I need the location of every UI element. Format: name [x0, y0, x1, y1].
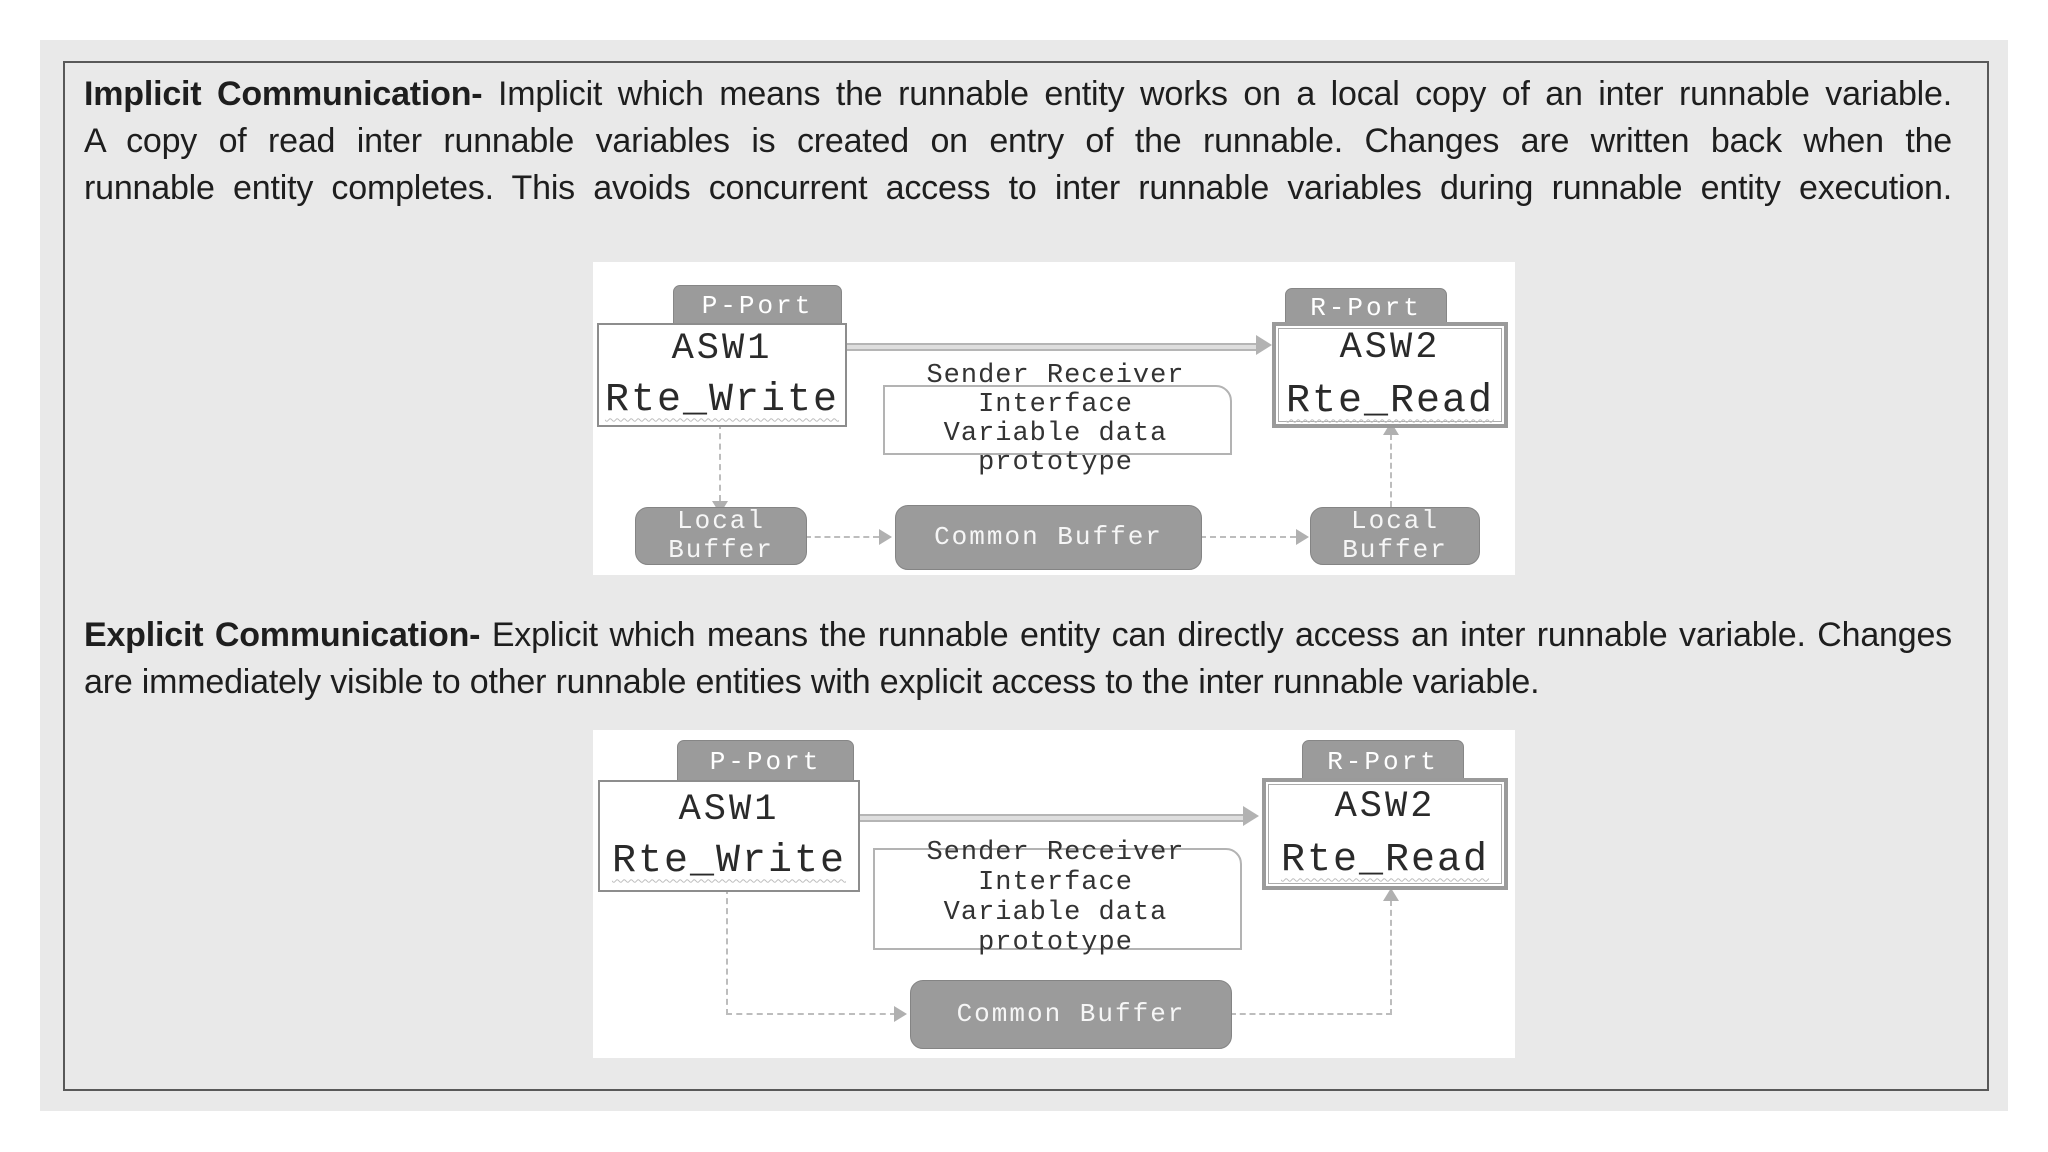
asw1-to-asw2-arrow: [843, 343, 1258, 351]
r-port-tab: R-Port: [1302, 740, 1464, 783]
asw1-to-asw2-arrowhead: [1256, 335, 1272, 355]
asw2-title: ASW2: [1334, 785, 1436, 828]
r-port-label: R-Port: [1310, 292, 1422, 323]
local-buffer-left-line: Buffer: [668, 535, 774, 565]
p-port-tab: P-Port: [677, 740, 854, 783]
common-buffer-label: Common Buffer: [934, 522, 1163, 552]
p-port-label: P-Port: [709, 746, 822, 777]
local-to-common-dash: [805, 536, 879, 538]
implicit-paragraph: Implicit Communication- Implicit which m…: [84, 71, 1952, 212]
asw1-down-dash: [726, 888, 728, 1015]
local-buffer-left: Local Buffer: [635, 507, 807, 565]
asw1-to-asw2-arrowhead: [1243, 806, 1259, 826]
explicit-diagram: P-Port ASW1 Rte_Write R-Port ASW2 Rte_Re…: [593, 730, 1515, 1058]
common-up-dash: [1390, 900, 1392, 1015]
asw2-box-inner: ASW2 Rte_Read: [1278, 326, 1502, 424]
sr-interface-line: Variable data: [943, 419, 1168, 449]
explicit-line-1: Explicit Communication- Explicit which m…: [84, 612, 1952, 659]
implicit-diagram: P-Port ASW1 Rte_Write R-Port ASW2 Rte_Re…: [593, 262, 1515, 575]
common-to-asw2-dash: [1230, 1013, 1392, 1015]
asw2-title: ASW2: [1339, 326, 1441, 369]
sr-interface-box: [883, 385, 1232, 455]
sr-interface-text: Sender Receiver Interface Variable data …: [875, 838, 1236, 958]
sr-interface-box: [873, 848, 1242, 950]
asw2-api: Rte_Read: [1280, 837, 1490, 883]
common-buffer: Common Buffer: [895, 505, 1202, 570]
local-buffer-right: Local Buffer: [1310, 507, 1480, 565]
sr-interface-text: Sender Receiver Interface Variable data …: [885, 362, 1226, 478]
local-buffer-right-line: Local: [1350, 506, 1439, 536]
implicit-line-2: A copy of read inter runnable variables …: [84, 122, 1952, 160]
implicit-heading: Implicit Communication-: [84, 75, 483, 113]
common-buffer-label: Common Buffer: [956, 999, 1186, 1029]
sr-interface-line: Variable data: [943, 898, 1168, 928]
p-port-tab: P-Port: [673, 285, 842, 327]
asw2-box: ASW2 Rte_Read: [1272, 322, 1508, 428]
asw1-to-common-arrowhead: [894, 1006, 907, 1022]
asw1-title: ASW1: [678, 788, 780, 831]
sr-interface-line: Interface: [978, 390, 1133, 420]
local-to-common-arrowhead: [879, 529, 892, 545]
sr-interface-line: Interface: [978, 868, 1133, 898]
local-buffer-to-asw2-dash: [1390, 434, 1392, 507]
implicit-line-3: runnable entity completes. This avoids c…: [84, 169, 1952, 207]
common-to-local-dash: [1200, 536, 1296, 538]
local-buffer-left-line: Local: [676, 506, 765, 536]
p-port-label: P-Port: [701, 291, 814, 321]
local-buffer-right-line: Buffer: [1342, 535, 1448, 565]
asw2-box: ASW2 Rte_Read: [1262, 778, 1508, 890]
slide-border-frame: [63, 61, 1989, 1091]
asw1-title: ASW1: [671, 327, 773, 370]
asw2-api: Rte_Read: [1285, 378, 1495, 424]
asw1-to-asw2-arrow: [856, 814, 1245, 822]
asw1-to-common-dash: [726, 1013, 896, 1015]
asw1-to-local-buffer-dash: [719, 423, 721, 501]
common-to-local-arrowhead: [1296, 529, 1309, 545]
sr-interface-line: Sender Receiver: [926, 361, 1185, 391]
explicit-line-1-text: Explicit which means the runnable entity…: [480, 616, 1952, 654]
r-port-label: R-Port: [1327, 746, 1439, 777]
explicit-heading: Explicit Communication-: [84, 616, 481, 654]
asw1-box: ASW1 Rte_Write: [597, 323, 847, 427]
sr-interface-line: Sender Receiver: [926, 838, 1185, 868]
explicit-line-2: are immediately visible to other runnabl…: [84, 663, 1540, 701]
sr-interface-line: prototype: [978, 928, 1133, 958]
explicit-paragraph: Explicit Communication- Explicit which m…: [84, 612, 1952, 706]
implicit-line-1: Implicit Communication- Implicit which m…: [84, 71, 1952, 118]
implicit-line-1-text: Implicit which means the runnable entity…: [482, 75, 1952, 113]
asw1-api: Rte_Write: [611, 838, 847, 884]
r-port-tab: R-Port: [1285, 288, 1447, 327]
asw1-box: ASW1 Rte_Write: [598, 780, 860, 892]
sr-interface-line: prototype: [978, 448, 1133, 478]
asw2-box-inner: ASW2 Rte_Read: [1268, 784, 1502, 884]
common-to-asw2-arrowhead: [1383, 888, 1399, 901]
asw1-api: Rte_Write: [604, 377, 840, 423]
common-buffer: Common Buffer: [910, 980, 1232, 1049]
